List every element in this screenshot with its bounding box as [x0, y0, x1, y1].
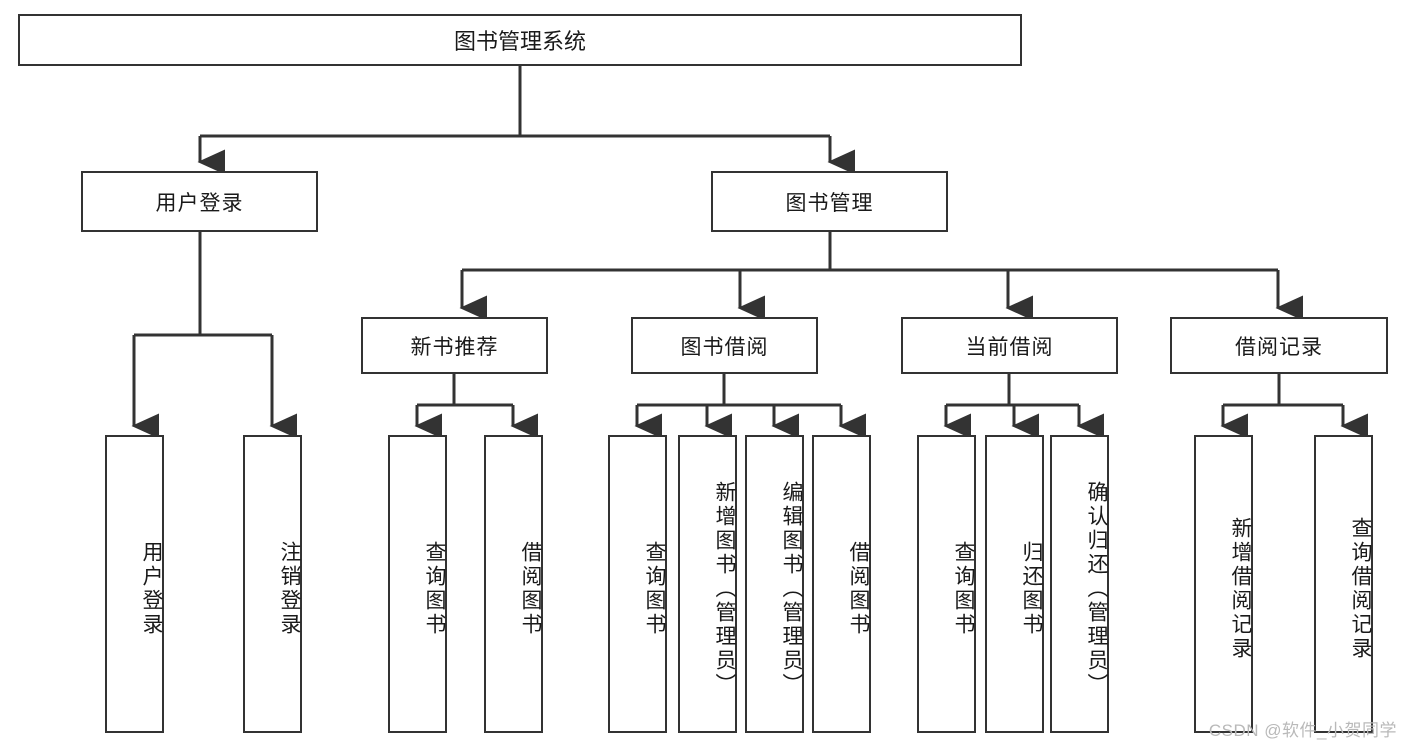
leaf-borrow-book-recommend[interactable]: 借阅图书 — [484, 435, 543, 733]
node-label: 查询图书 — [952, 541, 975, 637]
leaf-query-book-borrow[interactable]: 查询图书 — [608, 435, 667, 733]
node-label: 借阅图书 — [847, 541, 870, 637]
node-label: 图书管理系统 — [453, 29, 586, 54]
node-label: 查询借阅记录 — [1349, 517, 1372, 661]
leaf-add-borrow-record[interactable]: 新增借阅记录 — [1194, 435, 1253, 733]
node-book-borrow[interactable]: 图书借阅 — [631, 317, 818, 374]
node-label: 确认归还（管理员） — [1085, 481, 1108, 697]
leaf-query-book-recommend[interactable]: 查询图书 — [388, 435, 447, 733]
leaf-edit-book-admin[interactable]: 编辑图书（管理员） — [745, 435, 804, 733]
node-label: 归还图书 — [1020, 541, 1043, 637]
node-label: 查询图书 — [423, 541, 446, 637]
node-label: 当前借阅 — [965, 335, 1054, 359]
node-label: 查询图书 — [643, 541, 666, 637]
node-label: 图书借阅 — [680, 335, 769, 359]
node-new-book-recommend[interactable]: 新书推荐 — [361, 317, 548, 374]
node-user-login[interactable]: 用户登录 — [81, 171, 318, 232]
leaf-confirm-return-admin[interactable]: 确认归还（管理员） — [1050, 435, 1109, 733]
node-label: 新增图书（管理员） — [713, 481, 736, 697]
node-root-book-management-system[interactable]: 图书管理系统 — [18, 14, 1022, 66]
leaf-return-book[interactable]: 归还图书 — [985, 435, 1044, 733]
leaf-query-borrow-record[interactable]: 查询借阅记录 — [1314, 435, 1373, 733]
csdn-watermark: CSDN @软件_小贺同学 — [1208, 721, 1397, 740]
node-label: 注销登录 — [278, 541, 301, 637]
node-label: 编辑图书（管理员） — [780, 481, 803, 697]
node-label: 借阅图书 — [519, 541, 542, 637]
leaf-add-book-admin[interactable]: 新增图书（管理员） — [678, 435, 737, 733]
node-book-management[interactable]: 图书管理 — [711, 171, 948, 232]
node-label: 借阅记录 — [1235, 335, 1323, 359]
node-borrow-records[interactable]: 借阅记录 — [1170, 317, 1388, 374]
node-label: 用户登录 — [140, 541, 163, 637]
node-label: 新书推荐 — [410, 335, 499, 359]
node-label: 用户登录 — [155, 191, 244, 215]
leaf-query-book-current[interactable]: 查询图书 — [917, 435, 976, 733]
node-label: 图书管理 — [785, 191, 874, 215]
node-current-borrow[interactable]: 当前借阅 — [901, 317, 1118, 374]
node-label: 新增借阅记录 — [1229, 517, 1252, 661]
leaf-user-login[interactable]: 用户登录 — [105, 435, 164, 733]
leaf-user-logout[interactable]: 注销登录 — [243, 435, 302, 733]
leaf-borrow-book[interactable]: 借阅图书 — [812, 435, 871, 733]
